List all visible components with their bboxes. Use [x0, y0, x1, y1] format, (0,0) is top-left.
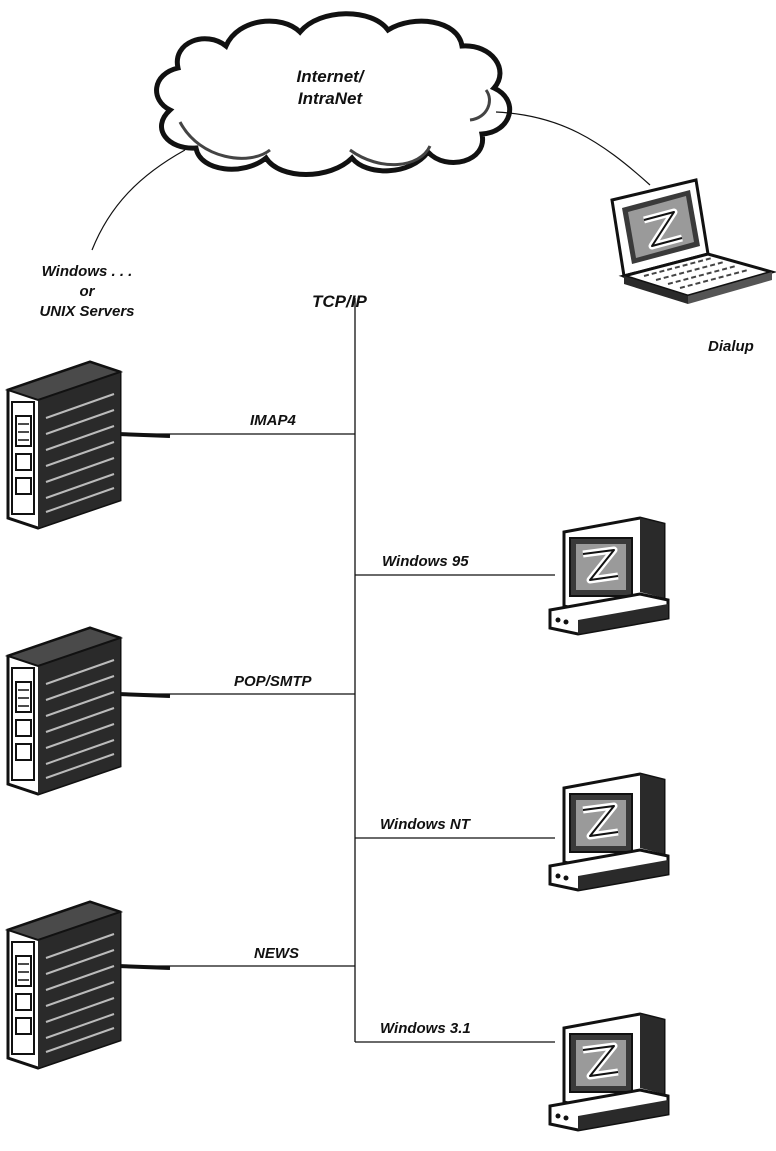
cloud-label-line2: IntraNet — [297, 89, 363, 108]
desktop-computer-icon — [550, 1014, 668, 1130]
cloud-icon — [154, 11, 513, 177]
cloud-label: Internet/ IntraNet — [268, 66, 392, 110]
laptop-icon — [610, 178, 776, 304]
dialup-to-cloud-link — [495, 111, 651, 186]
protocol-label-pop-smtp: POP/SMTP — [234, 673, 312, 690]
desktop-computer-icon — [550, 774, 668, 890]
servers-label-line1: Windows . . . — [41, 263, 133, 280]
backbone-label: TCP/IP — [312, 292, 367, 311]
server-to-cloud-link — [91, 149, 186, 251]
servers-label-line3: UNIX Servers — [39, 303, 135, 320]
client-label-windows-95: Windows 95 — [382, 553, 469, 570]
client-label-windows-3-1: Windows 3.1 — [380, 1020, 471, 1037]
dialup-label: Dialup — [708, 338, 754, 355]
servers-label-line2: or — [79, 283, 95, 300]
protocol-label-imap4: IMAP4 — [250, 412, 296, 429]
protocol-label-news: NEWS — [254, 945, 299, 962]
server-tower-icon — [6, 360, 122, 530]
server-tower-icon — [6, 626, 122, 796]
servers-label: Windows . . . or UNIX Servers — [12, 262, 162, 322]
client-label-windows-nt: Windows NT — [380, 816, 470, 833]
server-tower-icon — [6, 900, 122, 1070]
cloud-label-line1: Internet/ — [296, 67, 364, 86]
desktop-computer-icon — [550, 518, 668, 634]
